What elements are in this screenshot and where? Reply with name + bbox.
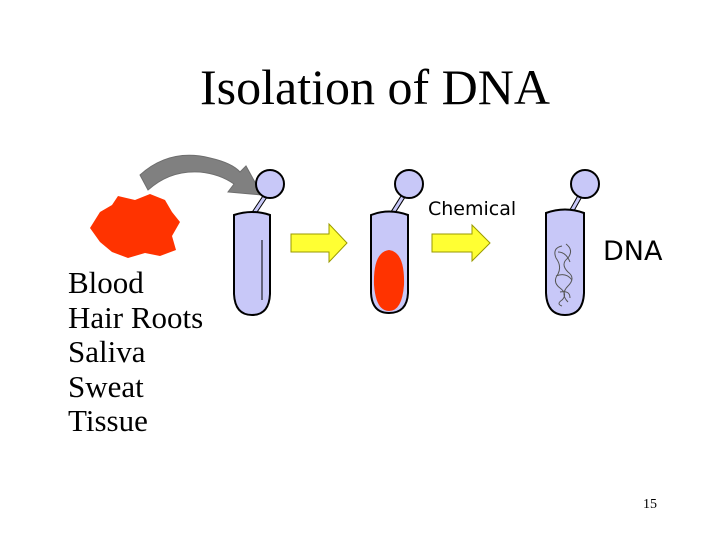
chemical-label: Chemical — [428, 198, 517, 220]
source-item-hair-roots: Hair Roots — [68, 299, 204, 335]
source-item-sweat: Sweat — [68, 368, 144, 404]
source-item-blood: Blood — [68, 265, 144, 300]
yellow-arrow-1 — [290, 222, 348, 264]
yellow-arrow-2 — [431, 223, 491, 263]
curved-transfer-arrow — [139, 154, 263, 196]
tube-1 — [233, 169, 285, 317]
slide-title: Isolation of DNA — [200, 59, 550, 115]
sample-sources-list: Blood Hair Roots Saliva Sweat Tissue — [68, 265, 204, 439]
source-item-tissue: Tissue — [68, 403, 148, 438]
tissue-sample-blob — [90, 194, 180, 258]
red-sample-in-tube — [373, 250, 405, 311]
dna-label: DNA — [603, 236, 663, 267]
tube-2 — [370, 169, 424, 315]
tube-3 — [545, 169, 600, 317]
source-item-saliva: Saliva — [68, 334, 146, 369]
page-number: 15 — [643, 497, 657, 512]
dna-strand-squiggle — [554, 243, 573, 307]
